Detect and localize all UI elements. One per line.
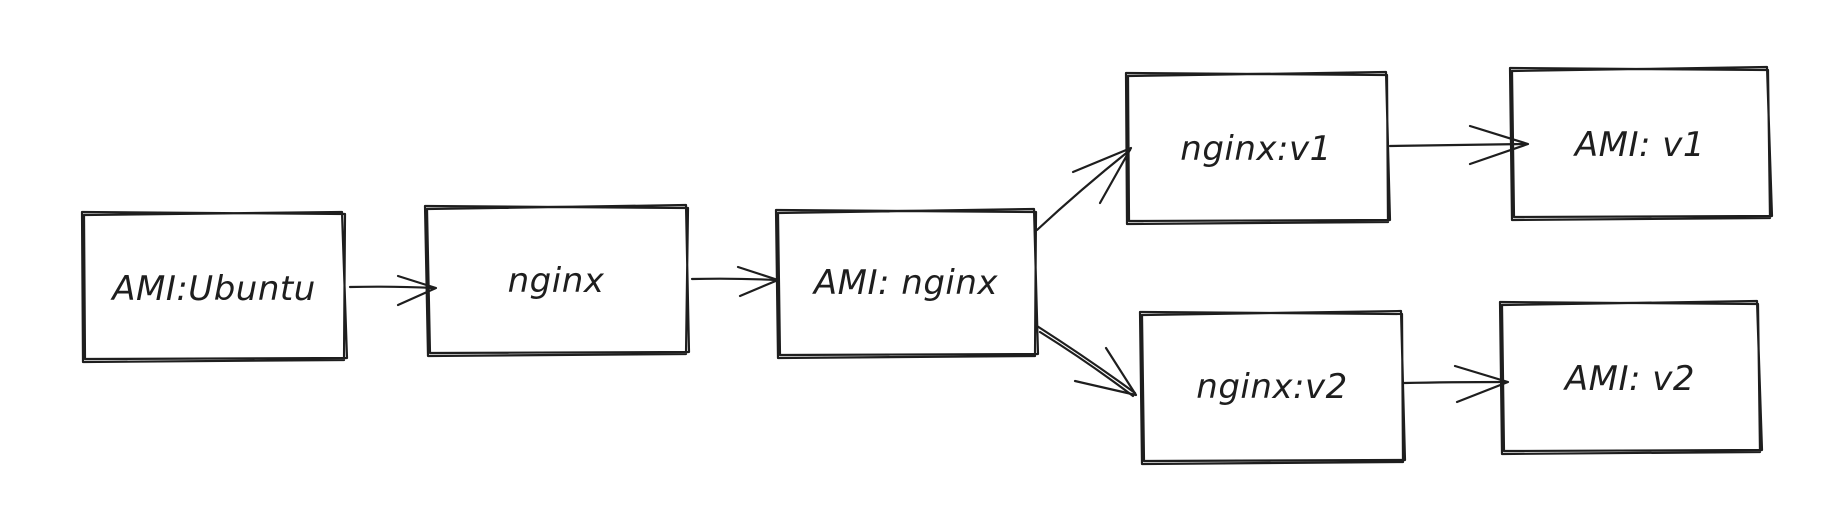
node-label: AMI: nginx [812, 263, 999, 303]
edge-line [1038, 330, 1135, 398]
node-nginx-v2[interactable]: nginx:v2 [1138, 309, 1407, 466]
edge-line [348, 285, 436, 290]
edge-line [690, 277, 778, 282]
node-label: nginx:v1 [1180, 129, 1331, 169]
edge-line [1035, 148, 1132, 232]
node-ami-ubuntu[interactable]: AMI:Ubuntu [80, 210, 349, 364]
node-ami-v1[interactable]: AMI: v1 [1508, 65, 1774, 222]
node-nginx-v1[interactable]: nginx:v1 [1124, 70, 1392, 226]
node-ami-v2[interactable]: AMI: v2 [1498, 299, 1764, 456]
edge-line [1035, 324, 1137, 395]
node-label: nginx [508, 261, 605, 301]
edge-nginx-v1-to-ami-v1 [1388, 124, 1530, 166]
edge-ami-nginx-to-nginx-v2 [1035, 324, 1138, 398]
arrow-head-icon [1453, 364, 1510, 404]
edge-line [1388, 142, 1529, 148]
node-box [1508, 65, 1774, 222]
arrow-head-icon [736, 265, 780, 298]
node-box [423, 203, 691, 358]
edge-ami-nginx-to-nginx-v1 [1035, 146, 1133, 232]
node-box [774, 207, 1040, 360]
node-label: AMI: v2 [1563, 359, 1695, 399]
node-label: AMI: v1 [1573, 125, 1705, 165]
arrow-head-icon [396, 274, 438, 307]
node-ami-nginx[interactable]: AMI: nginx [774, 207, 1040, 360]
node-box [80, 210, 349, 364]
edge-nginx-v2-to-ami-v2 [1402, 364, 1510, 404]
edge-line [1402, 380, 1507, 385]
node-nginx[interactable]: nginx [423, 203, 691, 358]
node-box [1124, 70, 1392, 226]
edge-ami-ubuntu-to-nginx [348, 274, 438, 307]
node-box [1138, 309, 1407, 466]
node-box [1498, 299, 1764, 456]
arrow-head-icon [1468, 124, 1530, 166]
arrow-head-icon [1073, 346, 1138, 397]
node-label: nginx:v2 [1196, 367, 1347, 407]
edge-nginx-to-ami-nginx [690, 265, 780, 298]
arrow-head-icon [1071, 146, 1133, 205]
node-label: AMI:Ubuntu [110, 269, 316, 309]
